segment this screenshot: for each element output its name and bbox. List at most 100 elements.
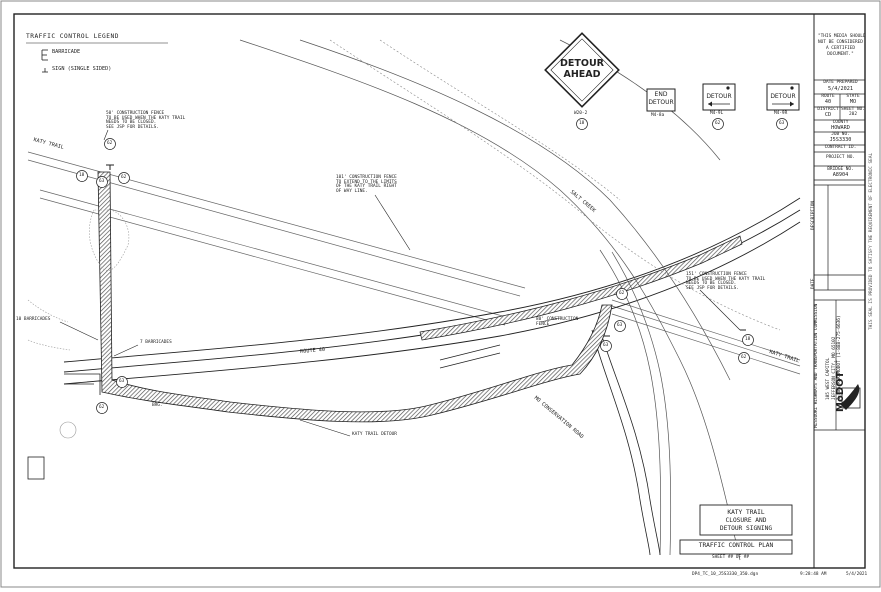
contract-id-label: CONTRACT ID. xyxy=(824,145,857,150)
agency-name: MISSOURI HIGHWAYS AND TRANSPORTATION COM… xyxy=(814,303,819,428)
legend-sign-symbol xyxy=(42,68,48,73)
sheet-no-value: 202 xyxy=(849,112,857,117)
modot-logo-mark xyxy=(840,384,861,410)
title-block-grid xyxy=(814,79,865,431)
district-value: CD xyxy=(824,112,832,118)
sign-callout-number: 63 xyxy=(779,121,785,126)
callout-circle xyxy=(616,288,628,300)
callout-number: 18 xyxy=(745,337,751,342)
bridge-no-label: BRIDGE NO. xyxy=(827,167,854,172)
sign-symbols xyxy=(106,164,746,337)
district-label: DISTRICT xyxy=(817,107,839,112)
note-151-fence: 151' CONSTRUCTION FENCE TO BE USED WHEN … xyxy=(686,272,766,291)
sign-detour-ahead-line2: AHEAD xyxy=(563,69,601,81)
date-prepared-label: DATE PREPARED xyxy=(823,80,858,85)
left-circle-feature xyxy=(59,421,77,439)
label-katy-trail-detour: KATY TRAIL DETOUR xyxy=(352,432,397,437)
leader-lines xyxy=(59,129,741,437)
sign-code: M4-8a xyxy=(651,113,665,118)
route-value: 40 xyxy=(824,99,832,105)
callout-circle xyxy=(96,402,108,414)
sign-end-detour xyxy=(646,88,676,112)
callout-number: 62 xyxy=(619,291,625,296)
title-box xyxy=(679,539,793,555)
callout-number: 63 xyxy=(119,379,125,384)
subtitle-box xyxy=(699,504,793,536)
bridge-deck xyxy=(419,235,743,341)
date-prepared: 5/4/2021 xyxy=(828,86,853,92)
mo-conservation-road xyxy=(591,329,661,556)
job-no-value: J5S3330 xyxy=(829,137,852,143)
note-50-fence: 50' CONSTRUCTION FENCE TO BE USED WHEN T… xyxy=(106,111,186,130)
left-side-road xyxy=(64,344,501,395)
footer-date: 5/4/2021 xyxy=(846,572,868,577)
note-80-fence: 80' CONSTRUCTION FENCE xyxy=(536,317,579,327)
callout-circle xyxy=(742,334,754,346)
date-label: DATE xyxy=(811,278,816,289)
seal-note: THIS SEAL IS PROVIDED TO SATISFY THE REQ… xyxy=(869,152,874,330)
creek-banks xyxy=(329,39,781,331)
sheet-no-label: SHEET NO. xyxy=(841,107,865,112)
legend-title: TRAFFIC CONTROL LEGEND xyxy=(26,33,119,40)
note-101-fence: 101' CONSTRUCTION FENCE TO EXTEND TO THE… xyxy=(336,175,397,194)
sign-detour-ahead xyxy=(544,32,620,108)
bridge-no-value: A8904 xyxy=(832,172,849,178)
callout-number: 62 xyxy=(99,405,105,410)
callout-circle xyxy=(76,170,88,182)
callout-number: 63 xyxy=(603,343,609,348)
sign-callout-number: 62 xyxy=(715,121,721,126)
left-grading-outline xyxy=(27,209,130,351)
legend-sign-label: SIGN (SINGLE SIDED) xyxy=(52,66,112,72)
sign-end-detour-line1: END xyxy=(654,91,668,98)
sign-detour-ahead-line1: DETOUR xyxy=(560,58,604,69)
state-value: MO xyxy=(849,99,857,105)
katy-trail-detour-path xyxy=(97,171,613,423)
old-roadway xyxy=(239,39,741,561)
sheet-of: SHEET ## OF ## xyxy=(712,555,750,560)
sheet-subtitle: KATY TRAIL CLOSURE AND DETOUR SIGNING xyxy=(719,509,773,532)
county-value: HOWARD xyxy=(831,125,850,131)
sheet-title: TRAFFIC CONTROL PLAN xyxy=(698,542,774,549)
callout-number: 18 xyxy=(79,173,85,178)
legend-barricade-label: BARRICADE xyxy=(52,49,81,55)
footer-time: 9:28:48 AM xyxy=(800,572,827,577)
route-label: ROUTE xyxy=(821,94,835,99)
callout-circle xyxy=(118,172,130,184)
drawing-border xyxy=(13,13,866,569)
sign-detour-right-text: DETOUR xyxy=(770,93,796,100)
callout-circle xyxy=(600,340,612,352)
sign-detour-right xyxy=(766,83,800,111)
callout-number: 63 xyxy=(99,179,105,184)
label-7-barricades: 7 BARRICADES xyxy=(140,340,172,345)
sign-detour-left-text: DETOUR xyxy=(706,93,732,100)
footer-filename: DP4_TC_10_J5S3330_350.dgn xyxy=(692,572,759,577)
left-box xyxy=(27,456,45,480)
county-label: COUNTY xyxy=(832,120,849,125)
label-10-barricades: 10 BARRICADES xyxy=(16,317,51,322)
state-label: STATE xyxy=(846,94,860,99)
disclaimer: "THIS MEDIA SHOULD NOT BE CONSIDERED A C… xyxy=(818,34,866,57)
sign-code: W20-2 xyxy=(574,111,588,116)
callout-circle xyxy=(738,352,750,364)
sign-code: M4-9R xyxy=(774,111,788,116)
callout-circle xyxy=(96,176,108,188)
callout-circles xyxy=(76,138,754,414)
description-label: DESCRIPTION xyxy=(811,200,816,230)
sign-callout-circles xyxy=(576,118,788,130)
callout-circle xyxy=(116,376,128,388)
project-no-label: PROJECT NO. xyxy=(825,155,856,160)
sign-end-detour-line2: DETOUR xyxy=(648,99,674,107)
callout-number: 62 xyxy=(121,175,127,180)
label-brg: BRG. xyxy=(152,403,163,408)
job-no-label: JOB NO. xyxy=(831,132,850,137)
sign-detour-left xyxy=(702,83,736,111)
callout-number: 62 xyxy=(107,141,113,146)
callout-circle xyxy=(614,320,626,332)
sign-code: M4-9L xyxy=(710,111,724,116)
callout-number: 62 xyxy=(741,355,747,360)
